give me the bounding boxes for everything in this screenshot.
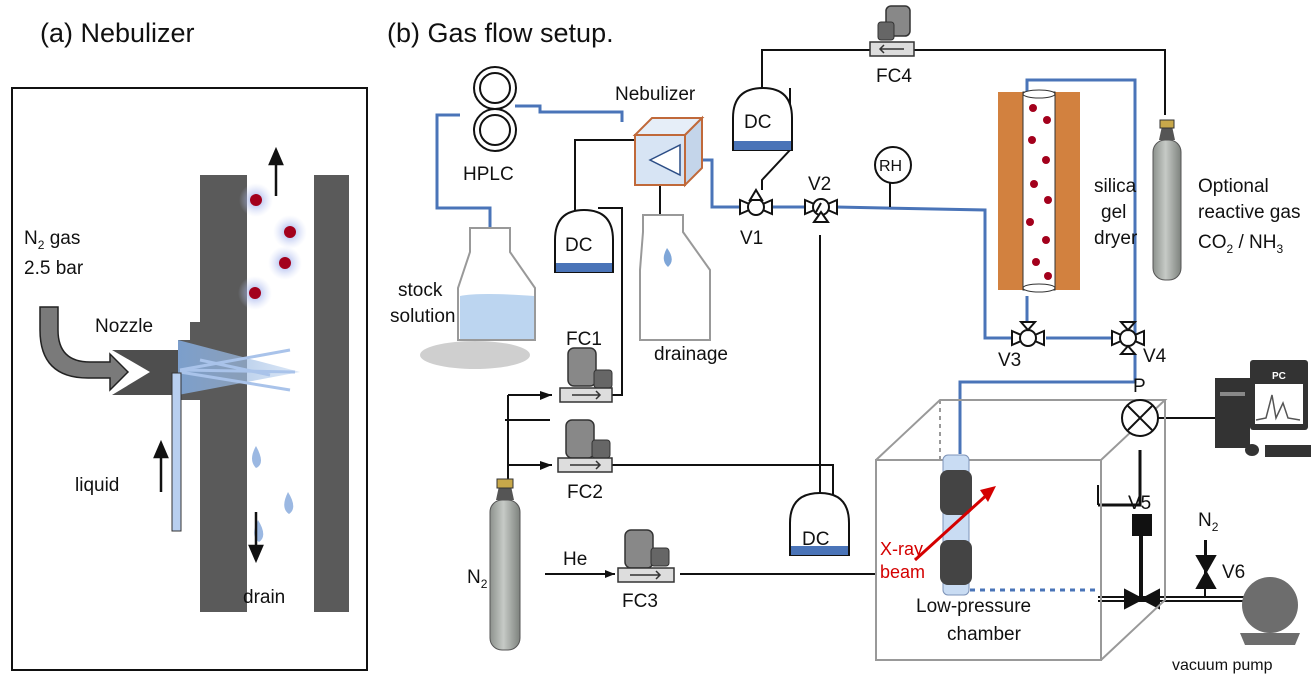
valve-v3 bbox=[1011, 321, 1045, 347]
chamber-label-1: Low-pressure bbox=[916, 596, 1031, 617]
nozzle-label: Nozzle bbox=[95, 316, 153, 337]
he-label: He bbox=[563, 549, 587, 570]
gas-inlet-arrow bbox=[39, 306, 130, 392]
drainage-bottle bbox=[639, 214, 711, 341]
optional-label-2: reactive gas bbox=[1198, 202, 1300, 223]
flow-controller-2 bbox=[557, 419, 613, 473]
panel-b-gas-flow: (b) Gas flow setup. bbox=[387, 5, 1311, 674]
panel-a-frame bbox=[11, 87, 368, 671]
low-pressure-chamber bbox=[875, 399, 1168, 661]
panel-b-title: (b) Gas flow setup. bbox=[387, 18, 614, 48]
fc1-label: FC1 bbox=[566, 329, 602, 350]
nebulizer-label: Nebulizer bbox=[615, 84, 696, 105]
dc-unit-3 bbox=[789, 491, 850, 556]
nebulizer-right-wall bbox=[314, 175, 349, 612]
v3-label: V3 bbox=[998, 350, 1021, 371]
dc-label-1: DC bbox=[744, 112, 771, 133]
optional-label-1: Optional bbox=[1198, 176, 1269, 197]
chamber-label-2: chamber bbox=[947, 624, 1022, 645]
optional-label-3: CO2 / NH3 bbox=[1198, 232, 1283, 256]
vacuum-pump bbox=[1240, 577, 1300, 645]
sample-cell bbox=[940, 454, 972, 596]
sample-lines bbox=[435, 78, 1137, 592]
nebulizer-left-wall bbox=[178, 175, 247, 612]
stock-label-1: stock bbox=[398, 280, 443, 301]
fc2-label: FC2 bbox=[567, 482, 603, 503]
nebulizer-box bbox=[632, 115, 705, 188]
dryer-label-2: gel bbox=[1101, 202, 1126, 223]
liquid-drops bbox=[252, 446, 294, 542]
dc-label-2: DC bbox=[565, 235, 592, 256]
drainage-label: drainage bbox=[654, 344, 728, 365]
pressure-gauge bbox=[1121, 399, 1159, 437]
panel-a-title: (a) Nebulizer bbox=[40, 18, 195, 48]
n2-label: N2 bbox=[467, 567, 488, 591]
flow-controller-3 bbox=[617, 529, 675, 583]
v2-label: V2 bbox=[808, 174, 831, 195]
dc-unit-1 bbox=[732, 86, 793, 151]
v6-n2-label: N2 bbox=[1198, 510, 1219, 534]
pressure-label: 2.5 bar bbox=[24, 258, 84, 279]
valve-v6 bbox=[1195, 540, 1217, 589]
xray-label-1: X-ray bbox=[880, 539, 923, 559]
pc-computer bbox=[1215, 360, 1311, 457]
vacuum-pump-label: vacuum pump bbox=[1172, 657, 1273, 674]
xray-label-2: beam bbox=[880, 562, 925, 582]
valve-v2 bbox=[804, 198, 838, 223]
dc-unit-2 bbox=[554, 208, 614, 273]
fc4-label: FC4 bbox=[876, 66, 912, 87]
stock-bottle bbox=[420, 227, 536, 369]
reactive-gas-cylinder bbox=[1152, 119, 1182, 281]
spray-lines bbox=[179, 348, 296, 392]
drain-label: drain bbox=[243, 587, 285, 608]
v1-label: V1 bbox=[740, 228, 763, 249]
dryer-label-3: dryer bbox=[1094, 228, 1138, 249]
valve-v4 bbox=[1111, 321, 1145, 355]
p-label: P bbox=[1133, 376, 1146, 397]
flow-arrows-a bbox=[153, 146, 284, 564]
nozzle-shape bbox=[112, 350, 178, 395]
xray-beam bbox=[913, 486, 996, 562]
valve-v1 bbox=[739, 188, 773, 216]
pc-label: PC bbox=[1272, 371, 1286, 382]
aerosol-particles bbox=[238, 183, 307, 310]
v6-label: V6 bbox=[1222, 562, 1245, 583]
fc3-label: FC3 bbox=[622, 591, 658, 612]
rh-label: RH bbox=[879, 158, 902, 175]
hplc-label: HPLC bbox=[463, 164, 514, 185]
hplc-pump bbox=[473, 66, 517, 152]
flow-controller-1 bbox=[559, 347, 613, 403]
silica-gel-dryer bbox=[998, 89, 1080, 293]
liquid-capillary bbox=[171, 372, 182, 532]
n2-cylinder bbox=[489, 478, 521, 651]
dc-label-3: DC bbox=[802, 529, 829, 550]
panel-a-nebulizer: (a) Nebulizer bbox=[11, 18, 368, 671]
v4-label: V4 bbox=[1143, 346, 1167, 367]
rh-sensor bbox=[874, 146, 912, 184]
dryer-label-1: silica bbox=[1094, 176, 1137, 197]
flow-controller-4 bbox=[869, 5, 915, 57]
valve-v5 bbox=[1124, 514, 1160, 610]
stock-label-2: solution bbox=[390, 306, 456, 327]
v5-label: V5 bbox=[1128, 493, 1151, 514]
gas-label: N2 gas bbox=[24, 228, 80, 252]
liquid-label: liquid bbox=[75, 475, 119, 496]
